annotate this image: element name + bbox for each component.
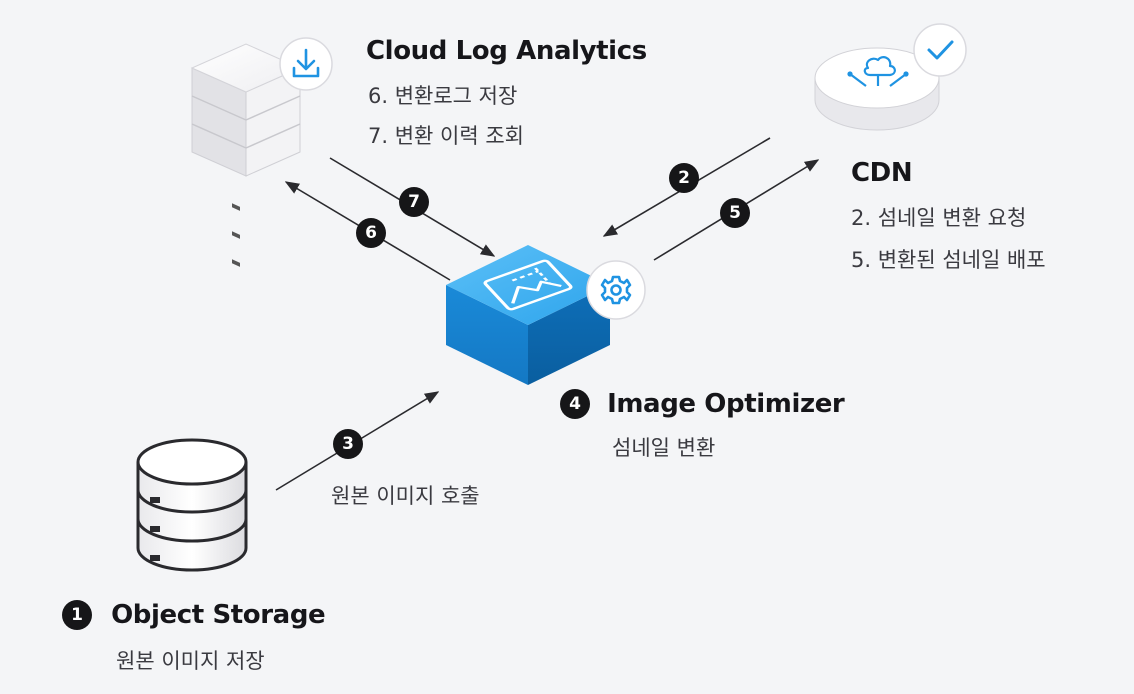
step-badge-6: 6 bbox=[356, 218, 386, 248]
object-storage-title: Object Storage bbox=[111, 600, 326, 630]
step-badge-3: 3 bbox=[333, 429, 363, 459]
object-storage-line-1: 원본 이미지 저장 bbox=[116, 649, 265, 673]
cdn-line-1: 2. 섬네일 변환 요청 bbox=[851, 206, 1027, 230]
cloud-log-server-icon bbox=[190, 43, 302, 267]
check-icon bbox=[913, 23, 967, 77]
image-optimizer-cube-icon bbox=[446, 245, 610, 385]
cloud-log-line-2: 7. 변환 이력 조회 bbox=[368, 124, 524, 148]
image-optimizer-line-1: 섬네일 변환 bbox=[612, 436, 716, 460]
cdn-line-2: 5. 변환된 섬네일 배포 bbox=[851, 248, 1046, 272]
step-badge-7: 7 bbox=[399, 187, 429, 217]
image-optimizer-heading: 4 Image Optimizer bbox=[560, 389, 845, 419]
step-badge-2: 2 bbox=[669, 163, 699, 193]
object-storage-heading: 1 Object Storage bbox=[62, 600, 326, 630]
step-badge-1: 1 bbox=[62, 600, 92, 630]
cdn-title: CDN bbox=[851, 158, 913, 188]
cloud-log-title: Cloud Log Analytics bbox=[366, 36, 647, 66]
step-badge-5: 5 bbox=[720, 198, 750, 228]
cloud-log-line-1: 6. 변환로그 저장 bbox=[368, 84, 518, 108]
object-storage-cylinder-icon bbox=[136, 438, 248, 572]
image-optimizer-title: Image Optimizer bbox=[607, 389, 845, 419]
download-icon bbox=[279, 37, 333, 91]
step-badge-4: 4 bbox=[560, 389, 590, 419]
step-3-label: 원본 이미지 호출 bbox=[331, 484, 480, 508]
cdn-disc-icon bbox=[814, 47, 940, 131]
gear-icon bbox=[586, 260, 646, 320]
